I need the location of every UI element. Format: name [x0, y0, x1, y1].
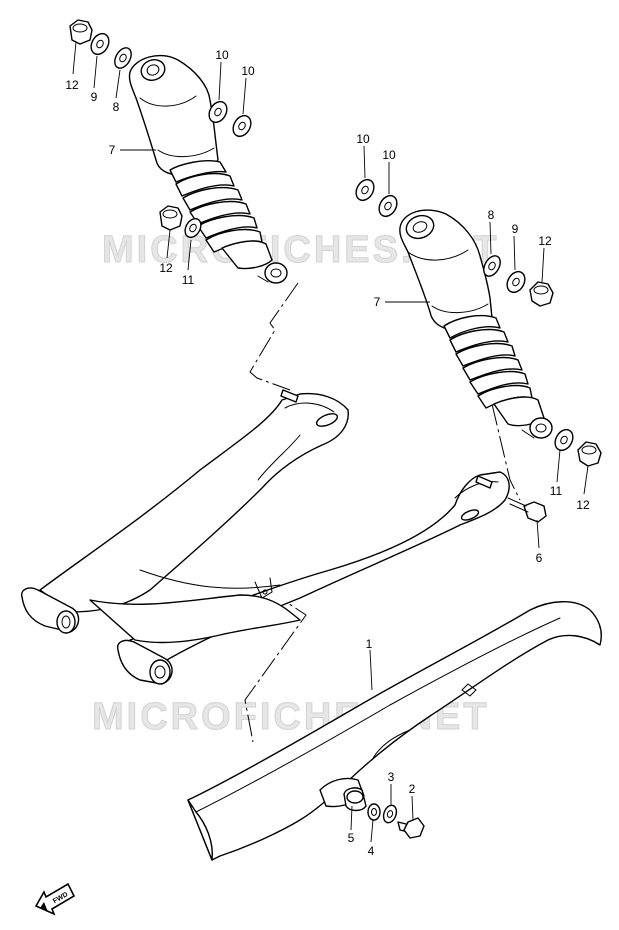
- callout-5: 5: [348, 831, 355, 845]
- leader-lines: [72, 41, 589, 843]
- callout-8-right: 8: [488, 208, 495, 222]
- callout-4: 4: [368, 844, 375, 858]
- callout-2: 2: [409, 782, 416, 796]
- callout-9-left: 9: [91, 90, 98, 104]
- callout-7-right: 7: [374, 295, 381, 309]
- left-shock-absorber: [128, 54, 288, 284]
- callout-10-left-b: 10: [241, 64, 255, 78]
- callout-labels: 12 9 8 10 10 7 12 11 10 10 8 9 12 7 11 1…: [65, 48, 590, 858]
- callout-12-right-top: 12: [538, 234, 552, 248]
- callout-10-right-b: 10: [382, 148, 396, 162]
- callout-8-left: 8: [113, 100, 120, 114]
- chain-guard-fasteners: [343, 787, 425, 839]
- callout-12-right-low: 12: [576, 498, 590, 512]
- right-shock-hardware: [355, 178, 602, 523]
- callout-1-chain-guard: 1: [366, 637, 373, 651]
- swing-arm: [21, 389, 510, 685]
- right-shock-absorber: [399, 209, 553, 439]
- callout-12-left-low: 12: [159, 261, 173, 275]
- assembly-guide-lines: [244, 282, 521, 743]
- callout-3: 3: [388, 770, 395, 784]
- forward-arrow-icon: FWD: [34, 882, 76, 916]
- callout-11-right: 11: [550, 484, 563, 498]
- left-shock-hardware: [69, 19, 252, 239]
- callout-10-right-a: 10: [356, 132, 370, 146]
- callout-9-right: 9: [512, 222, 519, 236]
- callout-12-left-top: 12: [65, 78, 79, 92]
- callout-10-left-a: 10: [215, 48, 229, 62]
- callout-6-bolt: 6: [536, 551, 543, 565]
- callout-7-left: 7: [109, 143, 116, 157]
- callout-11-left: 11: [182, 273, 195, 287]
